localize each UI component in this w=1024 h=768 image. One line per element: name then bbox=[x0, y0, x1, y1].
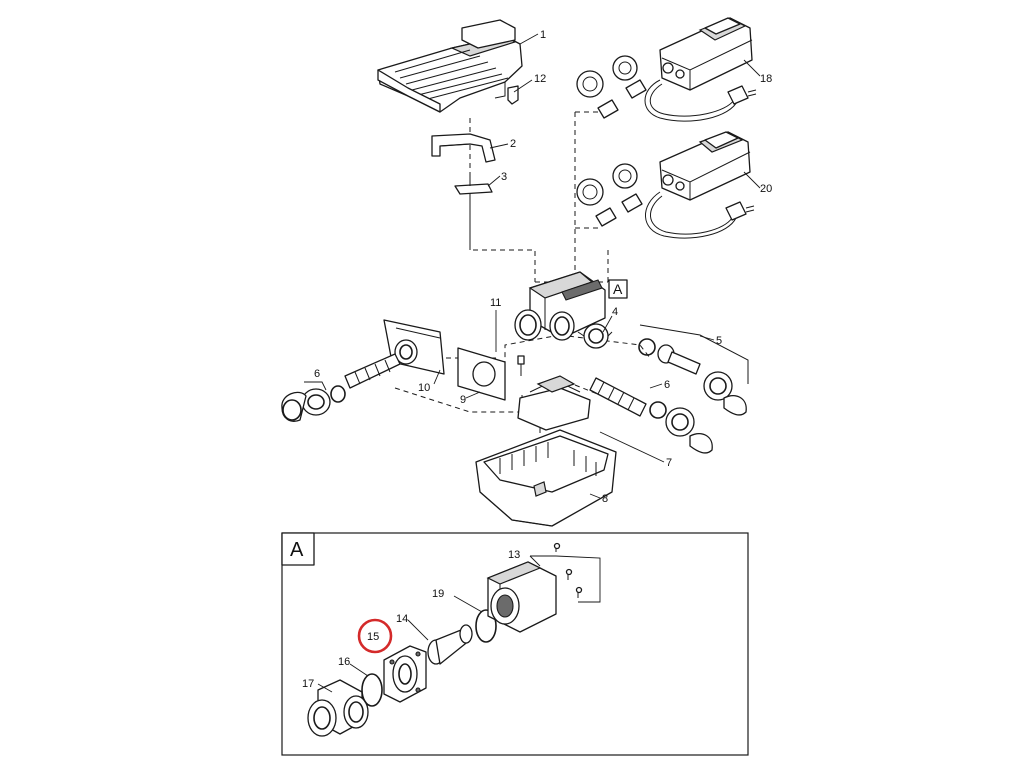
label-part-20: 20 bbox=[760, 183, 772, 195]
label-part-8: 8 bbox=[602, 493, 608, 505]
part-6-hose-connector-right bbox=[589, 377, 713, 454]
part-7-base-plate bbox=[517, 375, 591, 431]
part-13-motor-block bbox=[486, 542, 583, 633]
callout-a: A bbox=[608, 279, 628, 299]
label-part-11: 11 bbox=[490, 297, 501, 309]
part-3-clip bbox=[454, 176, 493, 195]
part-2-bracket bbox=[431, 133, 496, 163]
leader-lines-upper bbox=[304, 33, 761, 499]
part-18-transformer bbox=[644, 17, 757, 122]
label-part-13: 13 bbox=[508, 549, 520, 561]
part-14-impeller bbox=[427, 624, 473, 665]
label-part-2: 2 bbox=[510, 138, 516, 150]
label-part-18: 18 bbox=[760, 73, 772, 85]
part-16-o-ring bbox=[361, 673, 383, 707]
part-4-union-nut bbox=[577, 323, 613, 349]
part-labels-detail: 13 19 14 15 16 17 bbox=[302, 549, 520, 690]
part-17-pump-housing bbox=[307, 679, 369, 737]
part-1-top-cover bbox=[377, 19, 523, 113]
label-part-6-left: 6 bbox=[314, 368, 320, 380]
part-20-transformer bbox=[645, 131, 755, 239]
label-part-19: 19 bbox=[432, 588, 444, 600]
leader-lines-detail bbox=[317, 555, 601, 693]
label-part-16: 16 bbox=[338, 656, 350, 668]
part-20-connectors bbox=[576, 163, 643, 227]
label-part-10: 10 bbox=[418, 382, 430, 394]
part-19-o-ring bbox=[475, 609, 497, 643]
part-9-gasket-plate bbox=[457, 347, 506, 401]
label-part-15: 15 bbox=[367, 631, 379, 643]
detail-box-a: A bbox=[281, 532, 749, 756]
label-part-5: 5 bbox=[716, 335, 722, 347]
part-6-hose-connector-left bbox=[281, 339, 418, 422]
part-18-connectors bbox=[576, 55, 647, 119]
pump-motor-assembly bbox=[514, 271, 606, 341]
highlight-part-15 bbox=[357, 618, 393, 654]
label-part-14: 14 bbox=[396, 613, 408, 625]
label-part-3: 3 bbox=[501, 171, 507, 183]
part-labels-upper: 1 12 2 3 18 20 4 11 5 6 6 10 9 7 8 bbox=[314, 29, 772, 505]
label-part-6-right: 6 bbox=[664, 379, 670, 391]
part-8-housing bbox=[475, 429, 617, 527]
label-part-17: 17 bbox=[302, 678, 314, 690]
part-5-hose-set-right bbox=[638, 324, 749, 416]
label-part-1: 1 bbox=[540, 29, 546, 41]
label-part-9: 9 bbox=[460, 394, 466, 406]
detail-box-label: A bbox=[290, 539, 304, 561]
label-part-4: 4 bbox=[612, 306, 618, 318]
callout-a-label: A bbox=[613, 281, 623, 297]
part-15-pump-cover bbox=[383, 645, 427, 703]
label-part-12: 12 bbox=[534, 73, 546, 85]
label-part-7: 7 bbox=[666, 457, 672, 469]
part-11-screw bbox=[517, 355, 525, 376]
part-12-clip bbox=[507, 85, 519, 105]
